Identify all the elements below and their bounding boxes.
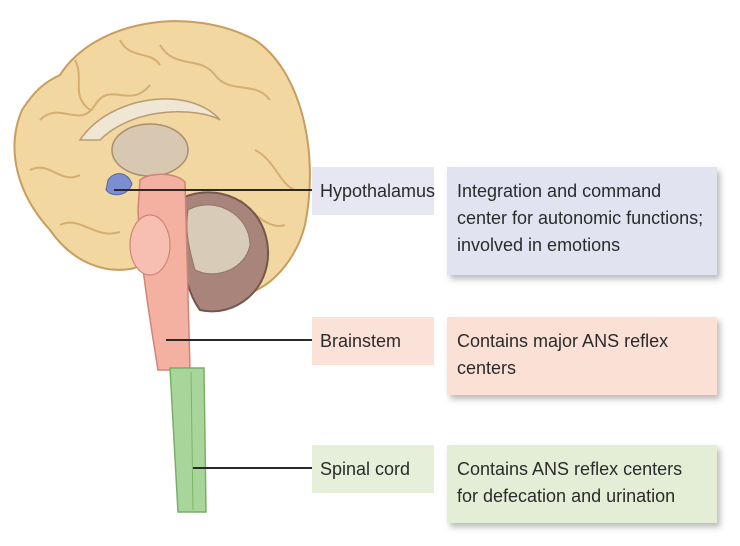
hypothalamus-description: Integration and command center for auton… xyxy=(447,167,717,275)
spinal-cord-description-text: Contains ANS reflex centers for defecati… xyxy=(457,459,683,506)
brainstem-label-text: Brainstem xyxy=(320,330,402,351)
pons xyxy=(129,214,171,276)
hypothalamus-label-text: Hypothalamus xyxy=(320,180,436,201)
hypothalamus-leader-line xyxy=(114,189,312,191)
brainstem-label: Brainstem xyxy=(312,317,434,365)
gyri-folds xyxy=(29,39,296,235)
spinal-cord xyxy=(169,367,207,513)
brainstem-description-text: Contains major ANS reflex centers xyxy=(457,331,669,378)
thalamus xyxy=(111,123,189,177)
spinal-cord-leader-line xyxy=(193,467,312,469)
corpus-callosum xyxy=(78,98,221,141)
hypothalamus-label: Hypothalamus xyxy=(312,167,436,215)
spinal-cord-label-text: Spinal cord xyxy=(320,458,411,479)
brainstem-description: Contains major ANS reflex centers xyxy=(447,317,717,395)
brainstem-leader-line xyxy=(166,339,312,341)
cerebellum-arbor xyxy=(186,204,251,275)
spinal-cord-description: Contains ANS reflex centers for defecati… xyxy=(447,445,717,523)
spinal-cord-label: Spinal cord xyxy=(312,445,434,493)
hypothalamus-description-text: Integration and command center for auton… xyxy=(457,181,704,255)
